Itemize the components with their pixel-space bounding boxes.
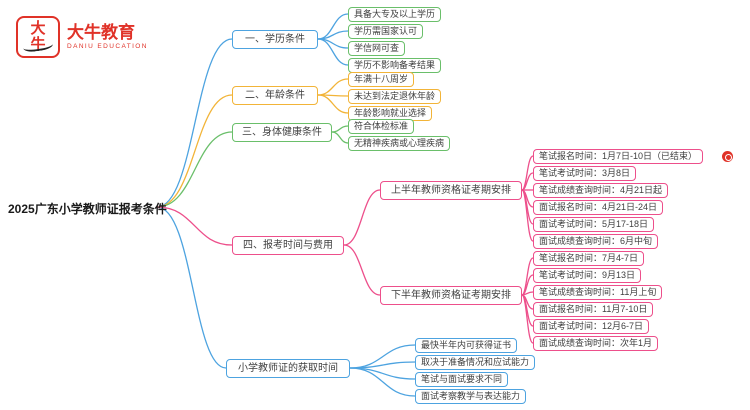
leaf-node: 笔试成绩查询时间：11月上旬 bbox=[533, 285, 663, 300]
leaf-node: 最快半年内可获得证书 bbox=[415, 338, 518, 353]
leaf-node: 年满十八周岁 bbox=[348, 72, 415, 87]
mindmap-root-topic: 2025广东小学教师证报考条件 bbox=[8, 202, 167, 216]
leaf-node: 具备大专及以上学历 bbox=[348, 7, 442, 22]
leaf-node: 笔试与面试要求不同 bbox=[415, 372, 509, 387]
leaf-node: 面试成绩查询时间：6月中旬 bbox=[533, 234, 659, 249]
leaf-node: 笔试成绩查询时间：4月21日起 bbox=[533, 183, 669, 198]
node-cert-acquisition-time: 小学教师证的获取时间 bbox=[226, 359, 350, 378]
node-age-requirements: 二、年龄条件 bbox=[232, 86, 318, 105]
node-health-requirements: 三、身体健康条件 bbox=[232, 123, 332, 142]
leaf-node: 面试报名时间：4月21日-24日 bbox=[533, 200, 664, 215]
leaf-node: 面试考试时间：5月17-18日 bbox=[533, 217, 655, 232]
leaf-node: 面试报名时间：11月7-10日 bbox=[533, 302, 654, 317]
pink-connectors bbox=[156, 155, 534, 344]
leaf-node: 学历需国家认可 bbox=[348, 24, 424, 39]
leaf-node: 笔试报名时间：7月4-7日 bbox=[533, 251, 645, 266]
brand-name: 大牛教育 bbox=[67, 23, 135, 42]
leaf-node: 面试考察教学与表达能力 bbox=[415, 389, 527, 404]
ended-marker-icon bbox=[722, 151, 733, 162]
logo-seal-icon: 大牛 bbox=[16, 16, 60, 58]
leaf-node: 笔试考试时间：9月13日 bbox=[533, 268, 642, 283]
leaf-node: 面试成绩查询时间：次年1月 bbox=[533, 336, 659, 351]
logo-seal-text: 大牛 bbox=[30, 20, 46, 53]
node-first-half-schedule: 上半年教师资格证考期安排 bbox=[380, 181, 522, 200]
node-second-half-schedule: 下半年教师资格证考期安排 bbox=[380, 286, 522, 305]
leaf-node: 面试考试时间：12月6-7日 bbox=[533, 319, 650, 334]
leaf-node: 学历不影响备考结果 bbox=[348, 58, 442, 73]
node-exam-time-and-fees: 四、报考时间与费用 bbox=[232, 236, 344, 255]
logo: 大牛 大牛教育 DANIU EDUCATION bbox=[16, 16, 148, 58]
leaf-node: 学信网可查 bbox=[348, 41, 406, 56]
logo-wordmark: 大牛教育 DANIU EDUCATION bbox=[67, 23, 148, 51]
green-connectors bbox=[156, 125, 349, 208]
leaf-node: 取决于准备情况和应试能力 bbox=[415, 355, 536, 370]
leaf-node: 笔试报名时间：1月7日-10日（已结束） bbox=[533, 149, 704, 164]
leaf-node: 笔试考试时间：3月8日 bbox=[533, 166, 637, 181]
leaf-node: 无精神疾病或心理疾病 bbox=[348, 136, 451, 151]
yellow-connectors bbox=[156, 78, 349, 208]
ink-stroke-icon bbox=[22, 38, 54, 54]
leaf-node: 符合体检标准 bbox=[348, 119, 415, 134]
node-education-requirements: 一、学历条件 bbox=[232, 30, 318, 49]
brand-subtitle: DANIU EDUCATION bbox=[67, 43, 148, 50]
leaf-node: 未达到法定退休年龄 bbox=[348, 89, 442, 104]
blue-connectors bbox=[156, 13, 416, 397]
